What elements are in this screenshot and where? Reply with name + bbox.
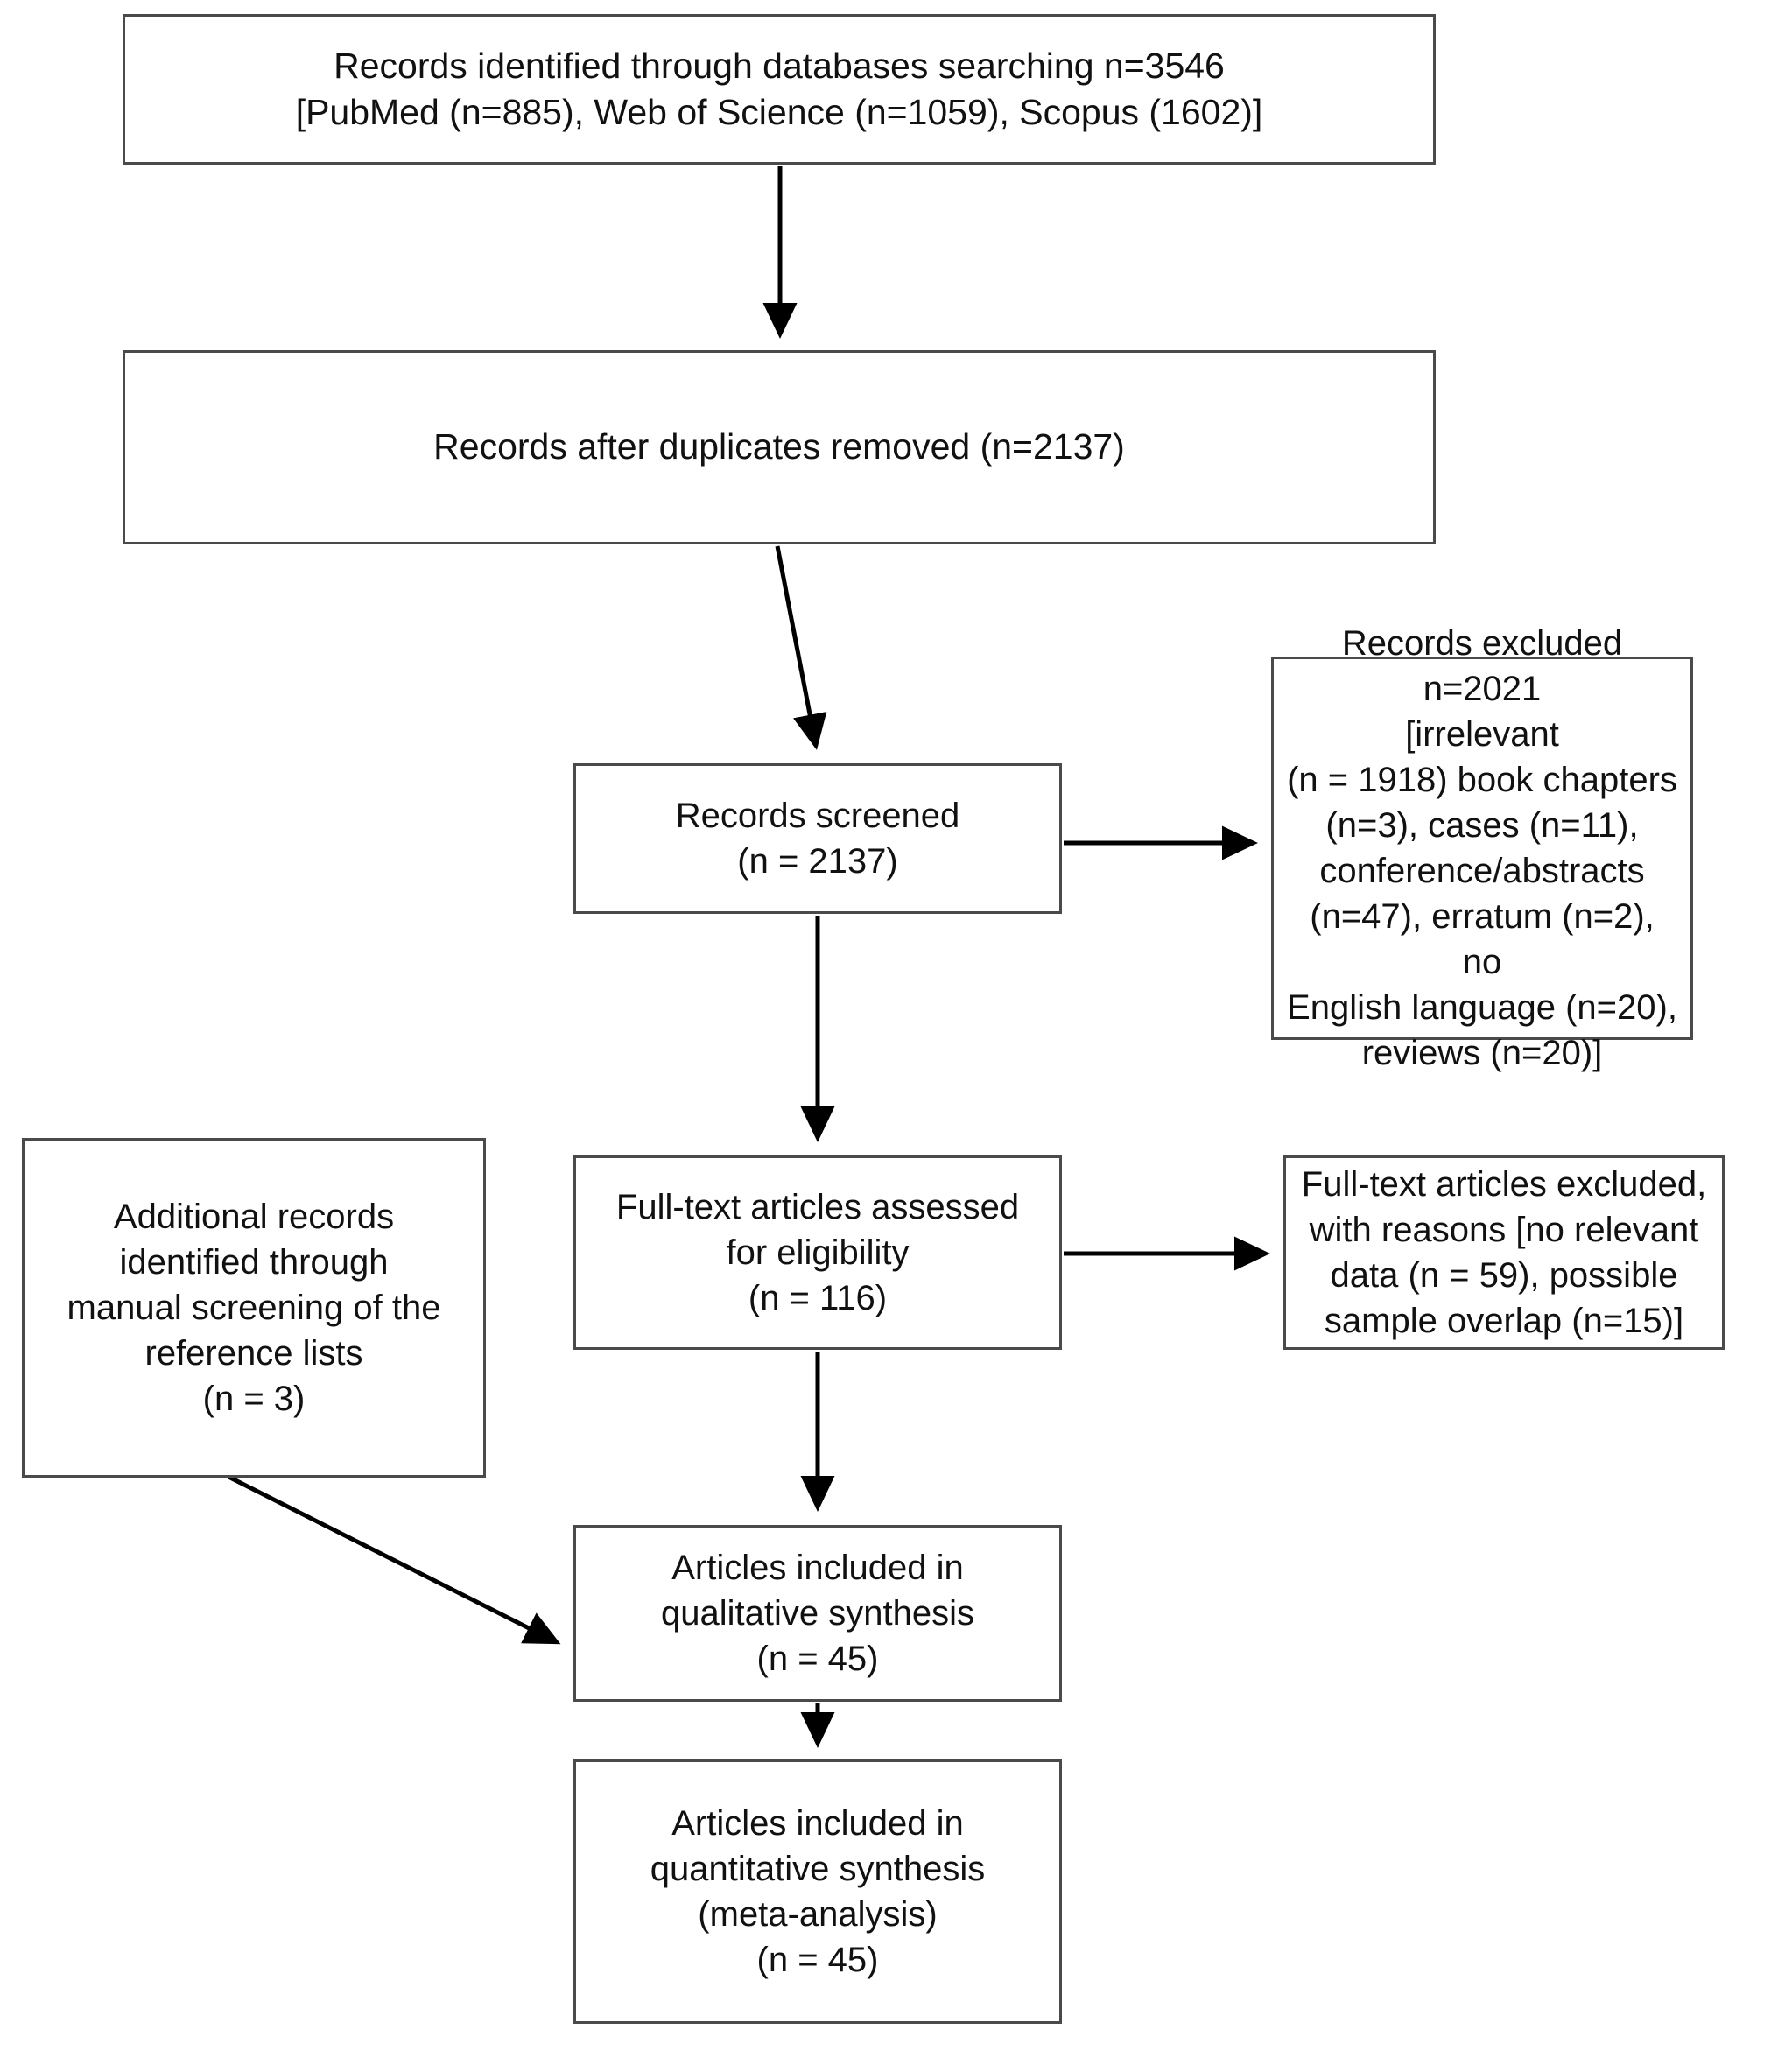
node-records-excluded-label: Records excluded n=2021 [irrelevant (n =… bbox=[1287, 624, 1677, 1072]
node-records-after-duplicates-removed-label: Records after duplicates removed (n=2137… bbox=[433, 426, 1125, 467]
node-fulltext-articles-assessed-label: Full-text articles assessed for eligibil… bbox=[615, 1188, 1020, 1317]
edge-additional-records-to-qualitative bbox=[221, 1471, 561, 1645]
node-records-excluded: Records excluded n=2021 [irrelevant (n =… bbox=[1271, 624, 1693, 1072]
edge-duplicates-to-screened bbox=[775, 545, 827, 750]
node-records-screened: Records screened (n = 2137) bbox=[573, 763, 1062, 914]
node-articles-included-quantitative: Articles included in quantitative synthe… bbox=[573, 1759, 1062, 2024]
node-additional-records-identified-label: Additional records identified through ma… bbox=[67, 1198, 441, 1418]
node-records-identified-label: Records identified through databases sea… bbox=[295, 45, 1263, 132]
node-articles-included-quantitative-label: Articles included in quantitative synthe… bbox=[650, 1804, 986, 1979]
node-fulltext-articles-excluded: Full-text articles excluded, with reason… bbox=[1283, 1155, 1725, 1350]
node-articles-included-qualitative: Articles included in qualitative synthes… bbox=[573, 1525, 1062, 1702]
node-records-screened-label: Records screened (n = 2137) bbox=[675, 797, 960, 881]
node-records-identified: Records identified through databases sea… bbox=[123, 14, 1436, 165]
node-fulltext-articles-assessed: Full-text articles assessed for eligibil… bbox=[573, 1155, 1062, 1350]
node-records-after-duplicates-removed: Records after duplicates removed (n=2137… bbox=[123, 350, 1436, 544]
node-articles-included-qualitative-label: Articles included in qualitative synthes… bbox=[661, 1549, 974, 1678]
node-additional-records-identified: Additional records identified through ma… bbox=[22, 1138, 486, 1478]
node-fulltext-articles-excluded-label: Full-text articles excluded, with reason… bbox=[1301, 1165, 1707, 1340]
